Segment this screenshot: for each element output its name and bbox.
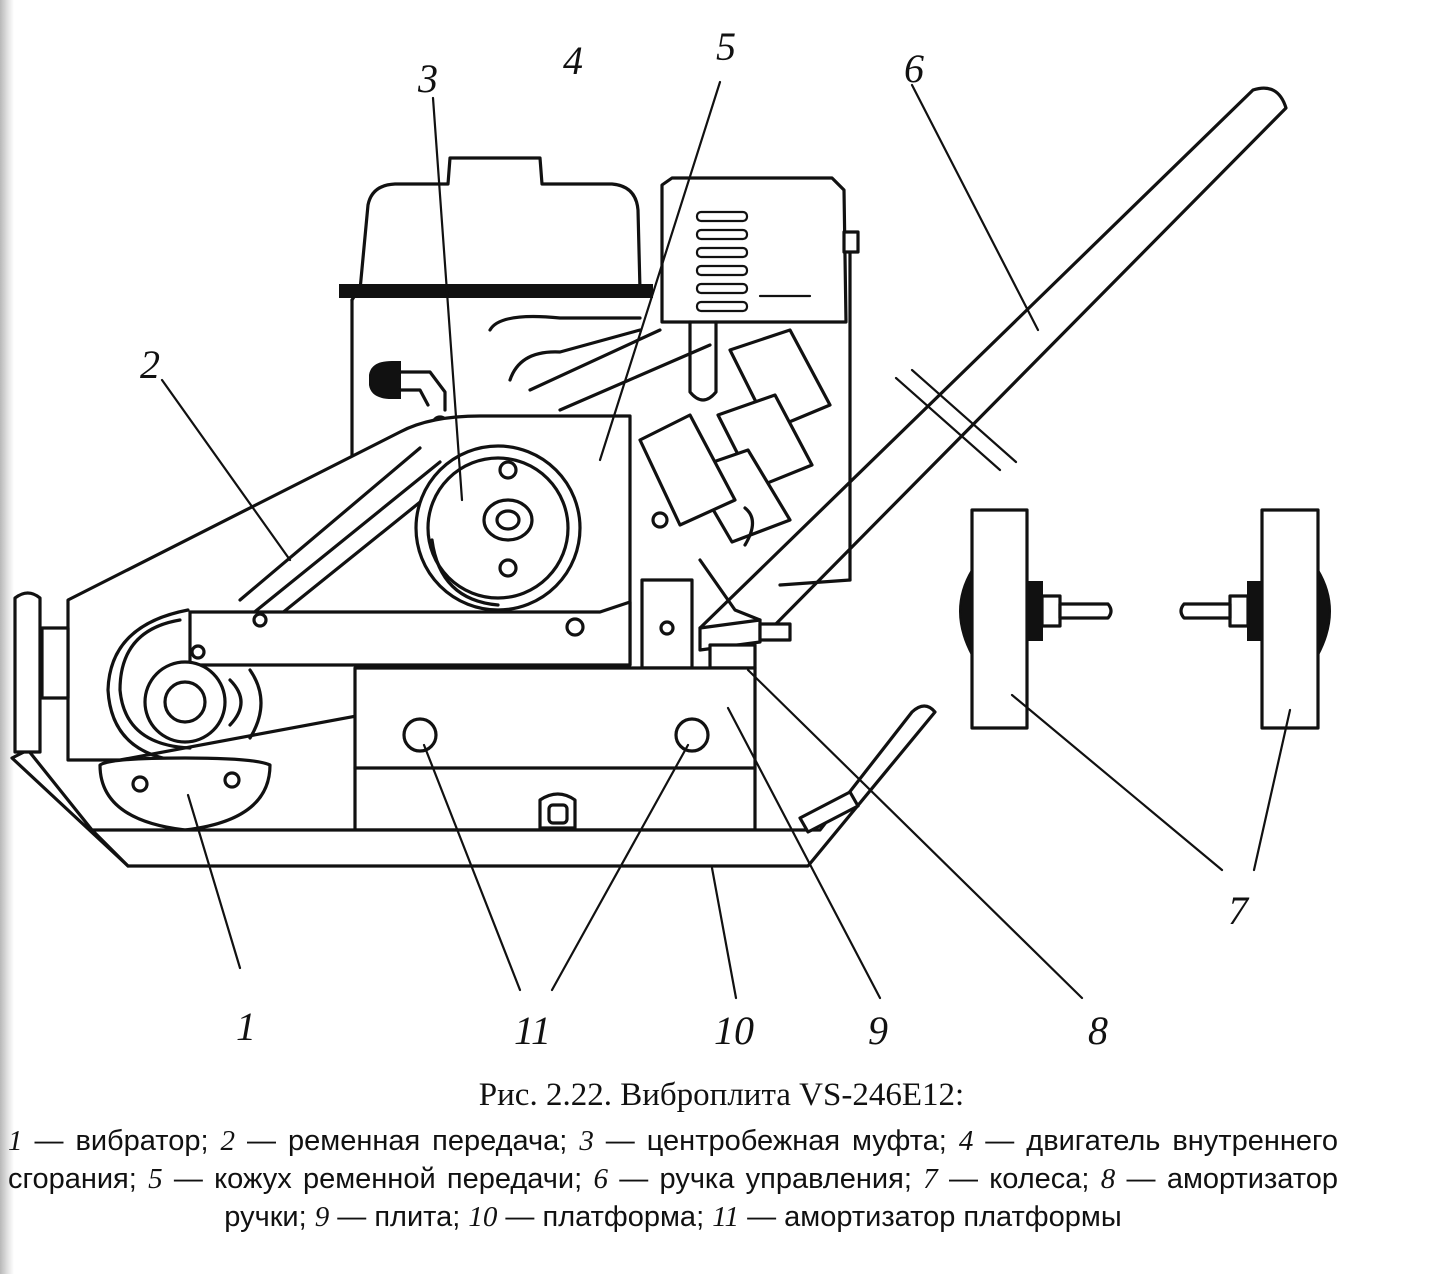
leader-lines [160,80,1292,1000]
legend-text: амортизатор платформы [784,1201,1122,1233]
legend-num: 11 [712,1201,740,1233]
legend-num: 2 [220,1125,236,1157]
callout-9: 9 [868,1008,888,1053]
vibroplate-diagram: 1 2 3 4 5 6 7 8 9 10 11 [10,24,1331,1053]
callout-3: 3 [417,56,438,101]
centrifugal-clutch [188,444,632,667]
vibrator [40,626,272,832]
callout-numbers: 1 2 3 4 5 6 7 8 9 10 11 [140,24,1250,1053]
air-filter-vents [695,210,812,313]
callout-1: 1 [236,1004,256,1049]
legend-text: амортизатор ручки; [224,1163,1338,1233]
legend-text: плита; [374,1201,461,1233]
control-handle [698,86,1288,642]
legend-text: колеса; [989,1163,1090,1195]
legend-text: ручка управления; [659,1163,912,1195]
callout-2: 2 [140,342,160,387]
callout-6: 6 [904,46,924,91]
legend-text: вибратор; [75,1125,209,1157]
legend-num: 6 [593,1163,608,1195]
legend-num: 8 [1100,1163,1116,1195]
callout-4: 4 [563,38,583,83]
legend-num: 4 [958,1125,974,1157]
callout-11: 11 [514,1008,551,1053]
legend-text: центробежная муфта; [646,1125,947,1157]
legend-num: 5 [148,1163,163,1195]
callout-7: 7 [1228,888,1250,933]
callout-8: 8 [1088,1008,1108,1053]
callout-10: 10 [714,1008,754,1053]
wheel-left [959,508,1113,730]
legend-text: ременная передача; [288,1125,568,1157]
figure-legend: 1 — вибратор; 2 — ременная передача; 3 —… [8,1125,1339,1233]
scan-edge [0,0,14,1274]
legend-text: двигатель внутреннего сгорания; [8,1125,1339,1195]
legend-num: 7 [923,1163,938,1195]
engine [339,156,860,622]
legend-text: платформа; [542,1201,705,1233]
legend-num: 3 [579,1125,594,1157]
legend-num: 10 [468,1201,498,1233]
base-plate [10,591,937,868]
wheel-right [1179,508,1331,730]
legend-num: 1 [8,1125,23,1157]
handle-damper [640,578,792,670]
figure-caption: Рис. 2.22. Виброплита VS-246E12: [478,1077,965,1113]
legend-text: кожух ременной передачи; [214,1163,583,1195]
platform [353,666,757,832]
legend-num: 9 [314,1201,330,1233]
callout-5: 5 [716,24,736,69]
